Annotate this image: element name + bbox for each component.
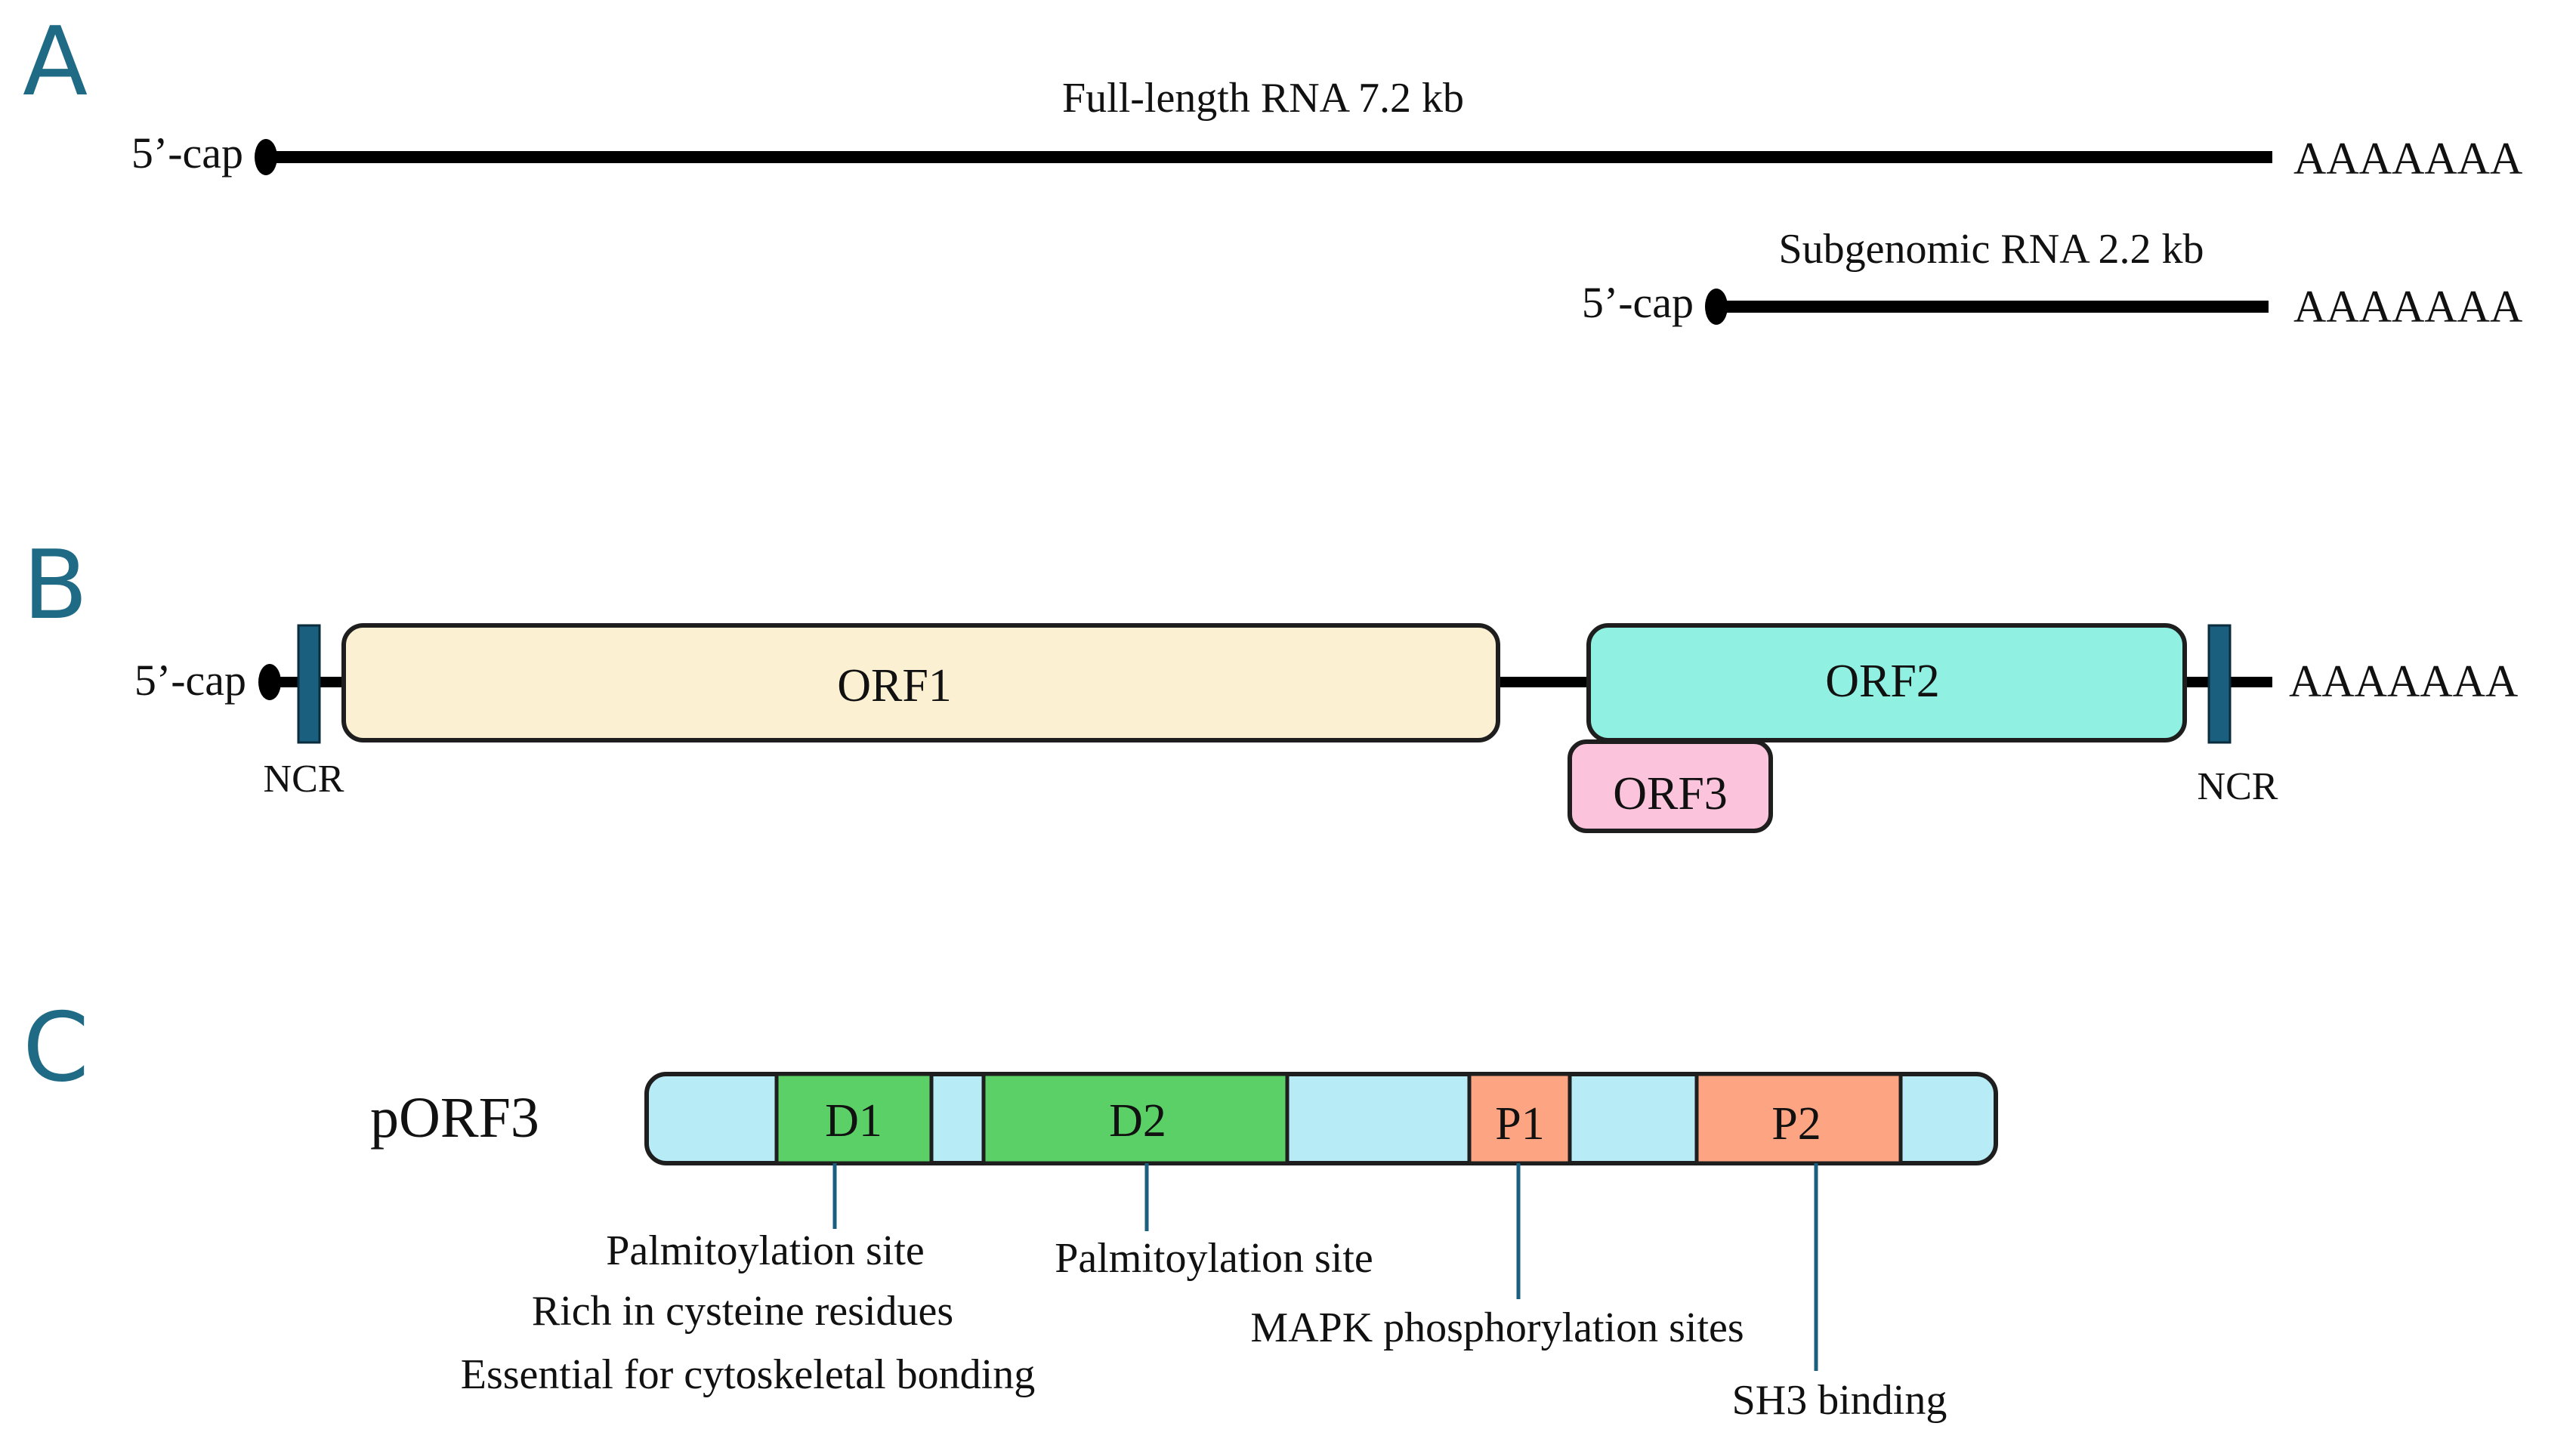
ncr-left-marker (297, 624, 321, 744)
d1-note-palmitoylation: Palmitoylation site (606, 1227, 925, 1274)
panel-a-letter: A (23, 6, 88, 117)
subgenomic-cap-dot (1705, 289, 1728, 325)
domain-p1-label: P1 (1495, 1098, 1544, 1150)
panel-b-letter: B (23, 529, 88, 641)
orf1-box (341, 623, 1500, 742)
ncr-right-marker (2207, 624, 2232, 744)
subgenomic-rna: Subgenomic RNA 2.2 kb 5’-cap AAAAAAA (1582, 226, 2522, 332)
domain-d1-label: D1 (825, 1095, 882, 1147)
panel-c-letter: C (23, 992, 89, 1103)
orf3-box (1568, 739, 1773, 833)
orf3-label: ORF3 (1613, 768, 1728, 820)
domain-p2 (1694, 1072, 1903, 1165)
panel-c: C pORF3 D1 D2 P1 P2 Palmitoylation site … (23, 992, 1998, 1424)
full-length-polya-tail: AAAAAAA (2293, 134, 2522, 184)
domain-p1 (1467, 1072, 1572, 1165)
orf2-label: ORF2 (1825, 656, 1940, 707)
d1-note-cytoskeletal: Essential for cytoskeletal bonding (461, 1351, 1035, 1398)
orf1-label: ORF1 (837, 660, 952, 712)
genome-polya-tail: AAAAAAA (2289, 656, 2518, 706)
ncr-right-label: NCR (2198, 765, 2278, 808)
full-length-cap-label: 5’-cap (131, 128, 243, 178)
genome-cap-dot (258, 664, 281, 700)
genome-cap-label: 5’-cap (134, 656, 246, 705)
orf2-box (1586, 623, 2187, 742)
ncr-left-label: NCR (264, 758, 344, 801)
p1-note-mapk: MAPK phosphorylation sites (1250, 1304, 1744, 1351)
full-length-rna: Full-length RNA 7.2 kb 5’-cap AAAAAAA (131, 75, 2522, 184)
panel-b: B 5’-cap AAAAAAA NCR NCR ORF1 ORF2 ORF3 (23, 529, 2518, 833)
p2-note-sh3: SH3 binding (1732, 1377, 1947, 1424)
d1-note-cysteine: Rich in cysteine residues (532, 1288, 953, 1335)
subgenomic-polya-tail: AAAAAAA (2293, 282, 2522, 332)
domain-d2-label: D2 (1109, 1095, 1166, 1147)
subgenomic-cap-label: 5’-cap (1582, 278, 1694, 327)
full-length-rna-label: Full-length RNA 7.2 kb (1062, 75, 1464, 122)
domain-d1 (774, 1072, 934, 1165)
domain-p2-label: P2 (1771, 1098, 1821, 1150)
panel-a: A Full-length RNA 7.2 kb 5’-cap AAAAAAA … (23, 6, 2522, 332)
domain-d2 (981, 1072, 1290, 1165)
full-length-cap-dot (255, 139, 277, 175)
d2-note-palmitoylation: Palmitoylation site (1055, 1235, 1373, 1282)
subgenomic-rna-label: Subgenomic RNA 2.2 kb (1778, 226, 2204, 273)
protein-label: pORF3 (370, 1086, 539, 1150)
